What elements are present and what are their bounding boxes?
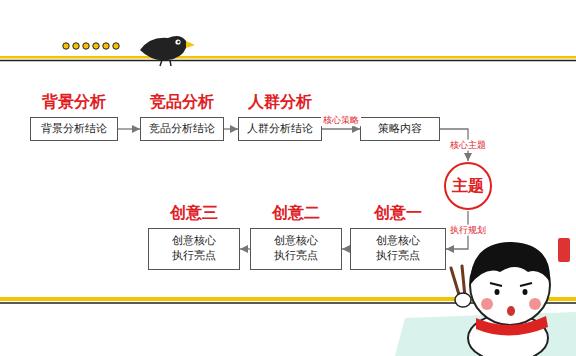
- box-text: 创意核心 执行亮点: [251, 234, 341, 264]
- analysis-box: 创意一创意核心 执行亮点: [350, 228, 446, 270]
- section-heading: 人群分析: [248, 92, 312, 113]
- cartoon-character: [451, 242, 550, 356]
- box-text: 人群分析结论: [245, 122, 315, 137]
- theme-circle: 主题: [443, 161, 493, 211]
- section-heading: 创意三: [170, 203, 218, 224]
- flow-arrow: [322, 128, 360, 129]
- box-text: 主题: [450, 175, 486, 197]
- box-text: 竞品分析结论: [147, 122, 217, 137]
- section-heading: 创意一: [374, 203, 422, 224]
- seal-stamp: [558, 238, 570, 262]
- flow-arrow: [342, 248, 350, 249]
- edge-label: 核心主题: [448, 140, 488, 151]
- section-heading: 竞品分析: [150, 92, 214, 113]
- analysis-box: 创意三创意核心 执行亮点: [148, 228, 240, 270]
- analysis-box: 创意二创意核心 执行亮点: [250, 228, 342, 270]
- box-text: 策略内容: [376, 122, 424, 137]
- box-text: 创意核心 执行亮点: [351, 234, 445, 264]
- dot-row: [63, 43, 119, 49]
- process-box: 策略内容: [360, 117, 440, 141]
- crow-figure: [140, 36, 195, 66]
- top-rule: [0, 56, 576, 59]
- analysis-box: 人群分析人群分析结论: [238, 117, 322, 141]
- edge-label: 执行规划: [448, 225, 488, 236]
- flow-arrow: [224, 128, 238, 129]
- section-heading: 创意二: [272, 203, 320, 224]
- flow-arrow: [118, 128, 140, 129]
- top-rule: [0, 60, 576, 62]
- analysis-box: 背景分析背景分析结论: [30, 117, 118, 141]
- box-text: 背景分析结论: [39, 122, 109, 137]
- circle-outline: [445, 163, 491, 209]
- section-heading: 背景分析: [42, 92, 106, 113]
- analysis-box: 竞品分析竞品分析结论: [140, 117, 224, 141]
- flow-arrow: [240, 248, 250, 249]
- edge-label: 核心策略: [321, 115, 361, 126]
- box-text: 创意核心 执行亮点: [149, 234, 239, 264]
